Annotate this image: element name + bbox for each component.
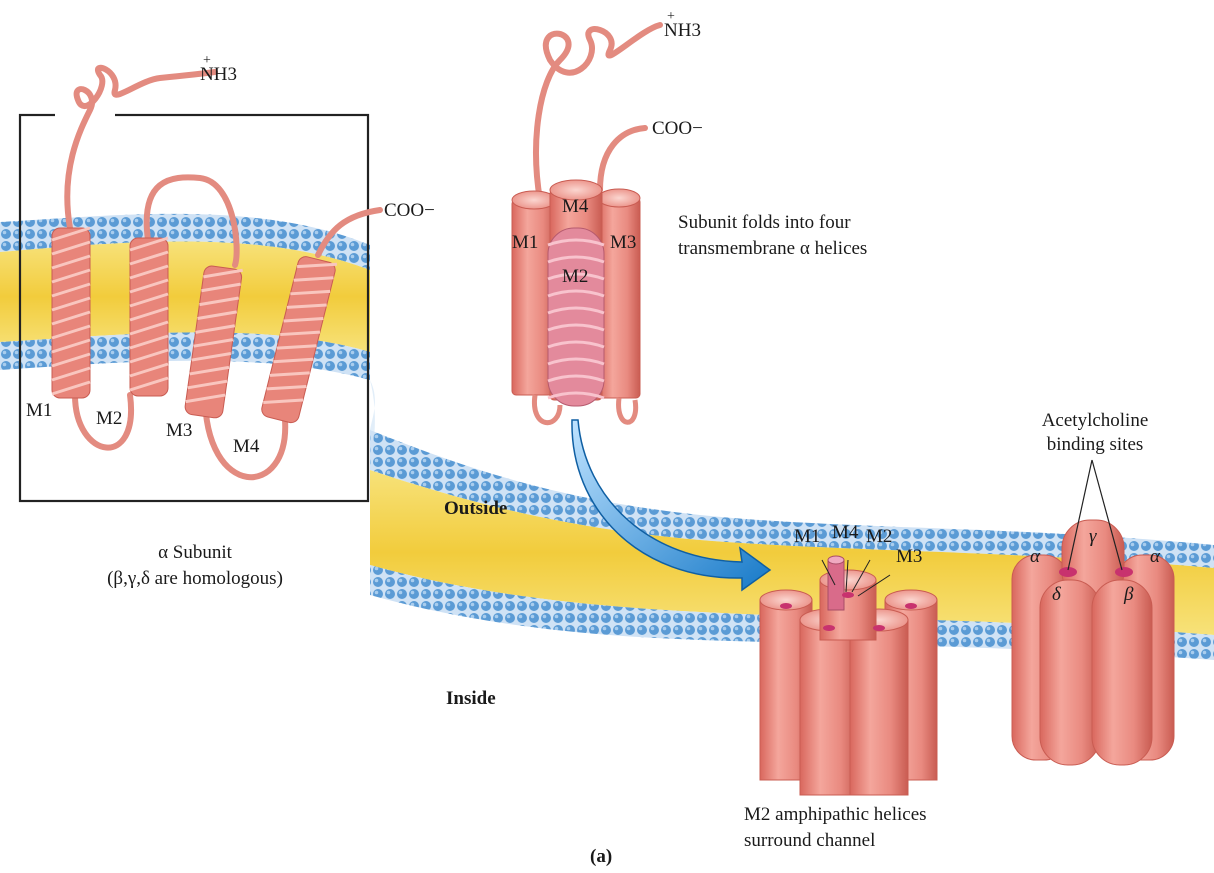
label-bundle-m4: M4	[562, 196, 588, 218]
label-pent-m1: M1	[794, 526, 820, 548]
label-sub-beta: β	[1124, 584, 1133, 606]
charge-nh3-top: +	[667, 6, 675, 28]
label-helix-m4: M4	[233, 436, 259, 458]
label-coo-top: COO−	[652, 118, 703, 140]
label-coo-left: COO−	[384, 200, 435, 222]
label-channel-line1: M2 amphipathic helices	[744, 804, 927, 826]
label-bundle-m2: M2	[562, 266, 588, 288]
label-inside: Inside	[446, 688, 496, 710]
label-fold-line2: transmembrane α helices	[678, 238, 867, 260]
label-ach-line1: Acetylcholine	[1020, 410, 1170, 432]
label-homologous: (β,γ,δ are homologous)	[70, 568, 320, 590]
label-sub-alpha-right: α	[1150, 546, 1160, 568]
label-pent-m4: M4	[832, 522, 858, 544]
charge-nh3-left: +	[203, 50, 211, 72]
label-bundle-m3: M3	[610, 232, 636, 254]
label-helix-m2: M2	[96, 408, 122, 430]
label-pent-m2: M2	[866, 526, 892, 548]
label-alpha-subunit: α Subunit	[100, 542, 290, 564]
receptor-pentamer	[1012, 460, 1174, 765]
channel-pentamer	[760, 556, 937, 795]
panel-label: (a)	[590, 846, 612, 868]
label-sub-alpha-left: α	[1030, 546, 1040, 568]
label-helix-m1: M1	[26, 400, 52, 422]
label-channel-line2: surround channel	[744, 830, 875, 852]
binding-site-right	[1115, 567, 1133, 577]
label-sub-gamma: γ	[1089, 526, 1097, 548]
label-fold-line1: Subunit folds into four	[678, 212, 851, 234]
label-pent-m3: M3	[896, 546, 922, 568]
label-helix-m3: M3	[166, 420, 192, 442]
helix-bundle	[512, 25, 660, 423]
label-outside: Outside	[444, 498, 507, 520]
label-bundle-m1: M1	[512, 232, 538, 254]
label-ach-line2: binding sites	[1020, 434, 1170, 456]
label-sub-delta: δ	[1052, 584, 1061, 606]
